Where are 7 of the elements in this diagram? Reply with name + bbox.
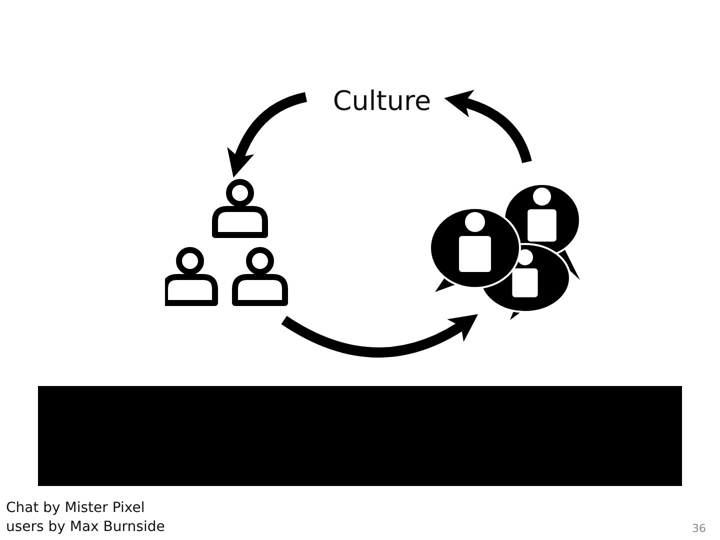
node-label: Culture [332, 86, 432, 116]
credit-text: users by Max Burnside [6, 519, 165, 535]
curved-arrow [281, 314, 478, 358]
curved-arrow [228, 92, 308, 178]
page-number: 36 [692, 522, 706, 535]
curved-arrow [444, 90, 532, 164]
credit-text: Chat by Mister Pixel [6, 500, 145, 516]
